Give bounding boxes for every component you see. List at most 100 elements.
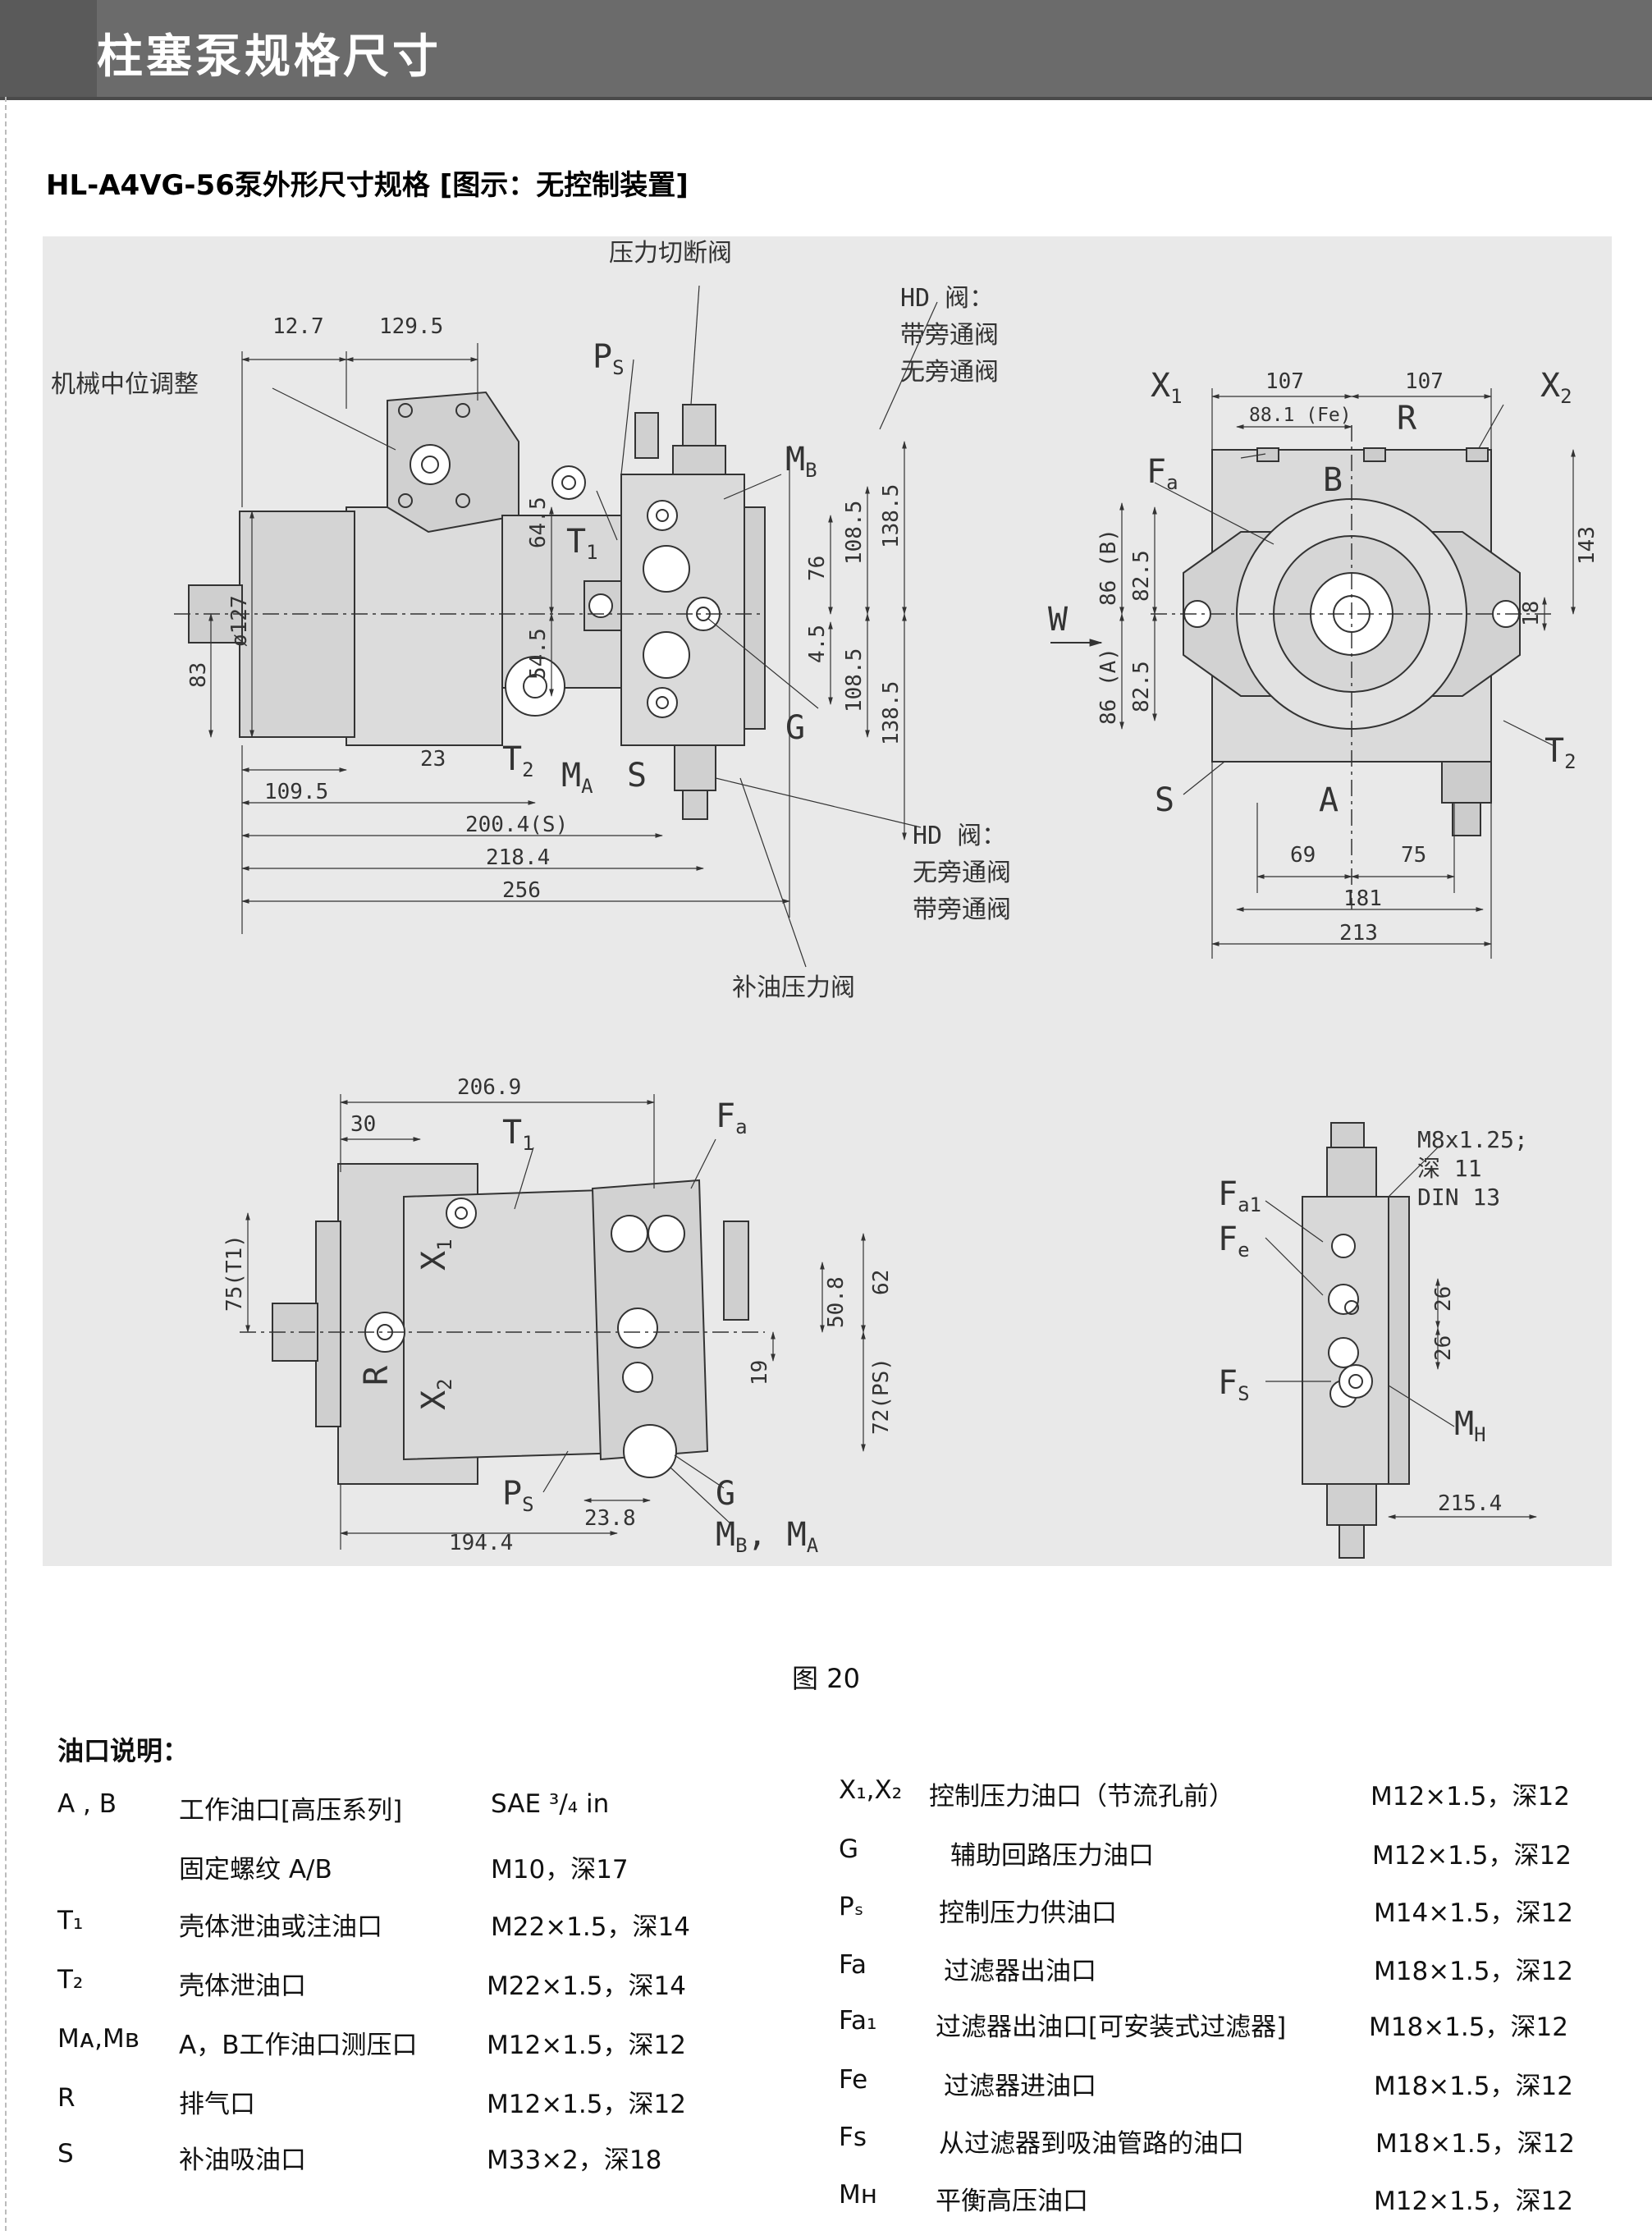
port-spec: M22×1.5，深14 — [487, 1972, 686, 2001]
dim-50-8: 50.8 — [824, 1276, 849, 1328]
port-spec: M18×1.5，深12 — [1374, 2072, 1573, 2101]
port-spec: M18×1.5，深12 — [1369, 2013, 1568, 2042]
page-header: 柱塞泵规格尺寸 — [0, 0, 1652, 100]
port-desc: 补油吸油口 — [179, 2146, 306, 2175]
label-mh-detail: MH — [1454, 1405, 1486, 1446]
label-g-front: G — [785, 709, 805, 747]
port-code: T₁ — [57, 1906, 84, 1935]
dim-62: 62 — [869, 1270, 894, 1295]
port-code: Fa — [839, 1950, 867, 1980]
label-x2-side: X2 — [1540, 367, 1572, 408]
drawing-subtitle: HL-A4VG-56泵外形尺寸规格 [图示：无控制装置] — [46, 169, 689, 202]
port-code: X₁,X₂ — [839, 1775, 903, 1805]
callout-hd-valve-top: HD 阀： — [900, 284, 994, 313]
label-r-top: R — [358, 1365, 396, 1385]
callout-hd-valve-bottom: HD 阀： — [913, 822, 1006, 850]
port-desc: 控制压力供油口 — [939, 1898, 1117, 1928]
port-desc: A，B工作油口测压口 — [179, 2031, 418, 2060]
dim-107-b: 107 — [1405, 369, 1444, 394]
dim-83: 83 — [186, 662, 211, 688]
label-ps-front: PS — [593, 338, 625, 379]
drawing-svg: 压力切断阀 HD 阀： 带旁通阀 无旁通阀 机械中位调整 HD 阀： 无旁通阀 … — [51, 239, 1599, 1559]
label-b-side: B — [1323, 461, 1343, 499]
dim-23: 23 — [420, 747, 446, 772]
dim-82-5-a: 82.5 — [1129, 550, 1154, 602]
side-view — [1050, 388, 1576, 959]
dim-69: 69 — [1290, 843, 1316, 868]
port-spec: M18×1.5，深12 — [1374, 1957, 1573, 1986]
port-code: T₂ — [57, 1965, 84, 1995]
thread-note-1: M8x1.25; — [1417, 1126, 1528, 1153]
dim-215-4: 215.4 — [1438, 1491, 1502, 1516]
dim-23-8: 23.8 — [584, 1506, 636, 1531]
callout-bypass-with-top: 带旁通阀 — [900, 321, 999, 350]
dim-129-5: 129.5 — [379, 314, 443, 339]
technical-drawing: 压力切断阀 HD 阀： 带旁通阀 无旁通阀 机械中位调整 HD 阀： 无旁通阀 … — [43, 236, 1612, 1566]
thread-note-3: DIN 13 — [1417, 1184, 1500, 1211]
port-code: S — [57, 2139, 74, 2169]
dim-107-a: 107 — [1265, 369, 1304, 394]
port-desc: 工作油口[高压系列] — [179, 1796, 403, 1825]
port-desc: 壳体泄油或注油口 — [179, 1912, 382, 1942]
dim-206-9: 206.9 — [457, 1075, 521, 1100]
dim-138-5-a: 138.5 — [879, 484, 904, 548]
label-fe-detail: Fe — [1218, 1221, 1250, 1262]
port-desc: 从过滤器到吸油管路的油口 — [939, 2129, 1244, 2159]
front-view — [174, 285, 938, 968]
port-spec: M12×1.5，深12 — [487, 2090, 686, 2119]
callout-mech-neutral: 机械中位调整 — [51, 370, 199, 399]
dim-54-5: 54.5 — [526, 628, 551, 680]
port-code: Mʜ — [839, 2180, 878, 2210]
label-x2-top: X2 — [415, 1378, 456, 1410]
dim-64-5: 64.5 — [526, 497, 551, 548]
label-fa-top: Fa — [716, 1097, 748, 1138]
dim-181: 181 — [1343, 886, 1382, 911]
label-fa1-detail: Fa1 — [1218, 1175, 1261, 1216]
label-g-top: G — [716, 1475, 735, 1513]
port-desc: 排气口 — [179, 2090, 255, 2119]
label-mb-ma-top: MB, MA — [716, 1516, 819, 1557]
thread-note-2: 深 11 — [1417, 1155, 1482, 1182]
label-t1-front: T1 — [566, 523, 598, 564]
port-desc: 平衡高压油口 — [936, 2187, 1088, 2216]
port-spec: SAE ³/₄ in — [491, 1789, 610, 1819]
callout-boost-valve: 补油压力阀 — [732, 973, 855, 1002]
dim-4-5: 4.5 — [805, 625, 830, 663]
label-r-side: R — [1397, 400, 1417, 437]
callout-pressure-cutoff: 压力切断阀 — [609, 239, 732, 268]
port-desc: 壳体泄油口 — [179, 1972, 306, 2001]
dim-82-5-b: 82.5 — [1129, 661, 1154, 712]
dim-108-5-a: 108.5 — [842, 501, 867, 565]
port-spec: M12×1.5，深12 — [1372, 1841, 1572, 1871]
port-code: A , B — [57, 1789, 117, 1819]
left-dashed-rule — [5, 97, 7, 2231]
port-spec: M14×1.5，深12 — [1374, 1898, 1573, 1928]
dim-108-5-b: 108.5 — [842, 648, 867, 712]
dim-26-a: 26 — [1431, 1286, 1456, 1312]
ports-section-title: 油口说明： — [57, 1735, 190, 1766]
label-ma-front: MA — [561, 757, 593, 798]
label-x1-top: X1 — [415, 1239, 456, 1271]
label-fs-detail: FS — [1218, 1364, 1250, 1405]
dim-19: 19 — [748, 1360, 772, 1385]
dim-75-t1: 75(T1) — [222, 1234, 247, 1312]
port-spec: M18×1.5，深12 — [1375, 2129, 1575, 2159]
port-spec: M10，深17 — [491, 1855, 629, 1885]
dim-218-4: 218.4 — [486, 845, 550, 870]
label-s-side: S — [1155, 781, 1174, 819]
callout-bypass-with-bottom: 带旁通阀 — [913, 895, 1011, 924]
page-title: 柱塞泵规格尺寸 — [97, 30, 442, 84]
port-desc: 固定螺纹 A/B — [179, 1855, 332, 1885]
dim-12-7: 12.7 — [272, 314, 324, 339]
port-code: Mᴀ,Mʙ — [57, 2024, 140, 2054]
port-desc: 过滤器出油口 — [944, 1957, 1096, 1986]
label-x1-side: X1 — [1151, 367, 1183, 408]
detail-view — [1265, 1122, 1537, 1559]
figure-caption: 图 20 — [792, 1663, 860, 1694]
dim-194-4: 194.4 — [449, 1531, 513, 1555]
dim-86-b: 86 (B) — [1096, 529, 1121, 606]
label-mb-front: MB — [785, 441, 817, 482]
dim-26-b: 26 — [1431, 1335, 1456, 1361]
port-code: G — [839, 1834, 859, 1864]
dim-138-5-b: 138.5 — [879, 681, 904, 745]
